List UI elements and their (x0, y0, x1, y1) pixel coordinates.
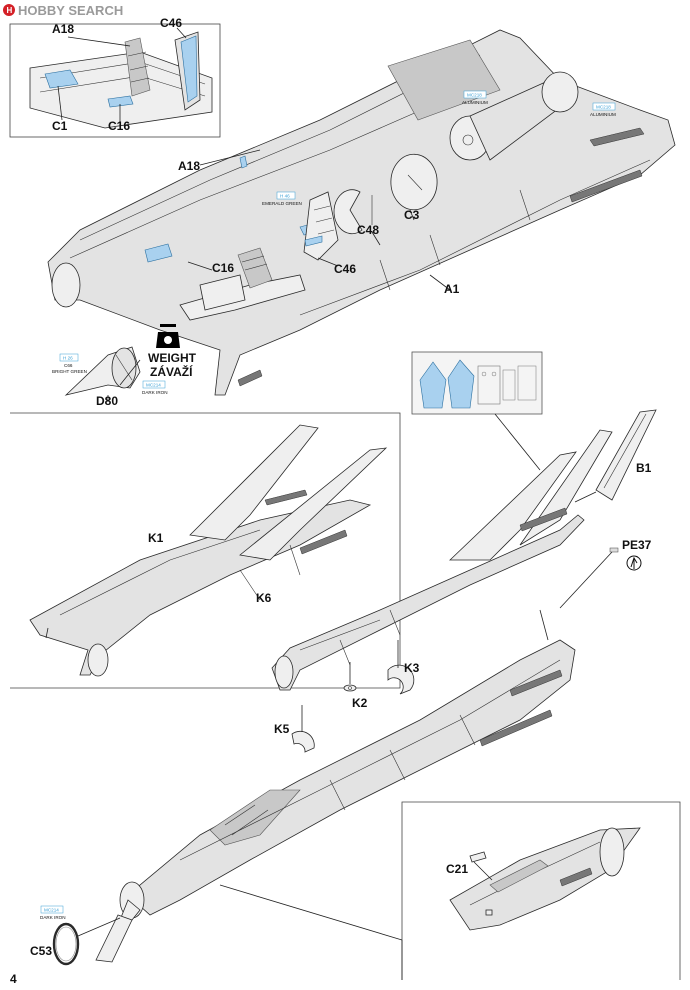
inset-leader (219, 884, 403, 941)
callout-k2: K2 (352, 696, 368, 710)
svg-text:DARK IRON: DARK IRON (40, 915, 66, 920)
inset-wing-assembly (10, 412, 401, 689)
weight-icon (156, 324, 180, 348)
fuselage-half-a1 (47, 29, 676, 396)
lower-fuselage-assembly (95, 609, 576, 963)
color-code-aluminium-a: MC218 ALUMINIUM (462, 90, 488, 105)
callout-k5: K5 (274, 722, 290, 736)
callout-c16-main: C16 (212, 261, 234, 275)
fin-b1 (574, 409, 657, 503)
callout-k3: K3 (404, 661, 420, 675)
section1-leaders (107, 149, 451, 402)
canopy-mask-sheet (411, 351, 543, 471)
part-k2 (343, 662, 357, 692)
svg-text:C66: C66 (64, 363, 73, 368)
svg-text:H: H (7, 6, 13, 15)
svg-text:ALUMINIUM: ALUMINIUM (590, 112, 616, 117)
callout-a18-top: A18 (52, 22, 74, 36)
color-code-bright-green: H 26 C66 BRIGHT GREEN (52, 353, 87, 374)
svg-text:EMERALD GREEN: EMERALD GREEN (262, 201, 302, 206)
callout-c46-top: C46 (160, 16, 182, 30)
callout-c46-main: C46 (334, 262, 356, 276)
callout-pe37: PE37 (622, 538, 652, 552)
inset-c21-detail (401, 801, 681, 980)
callout-k6: K6 (256, 591, 272, 605)
brand-logo-icon (3, 4, 15, 16)
callout-b1: B1 (636, 461, 652, 475)
svg-text:H 46: H 46 (280, 194, 290, 199)
callout-a18-main: A18 (178, 159, 200, 173)
weight-label: WEIGHT (148, 351, 197, 365)
bulkhead-c48 (333, 189, 373, 235)
svg-text:MC214: MC214 (44, 908, 59, 913)
callout-c21: C21 (446, 862, 468, 876)
canopy-frame-c46 (303, 191, 339, 261)
color-code-emerald-green: H 46 EMERALD GREEN (262, 191, 302, 206)
callout-a1: A1 (444, 282, 460, 296)
svg-text:DARK IRON: DARK IRON (142, 390, 168, 395)
callout-c16-top: C16 (108, 119, 130, 133)
svg-text:H 26: H 26 (63, 356, 73, 361)
photo-etch-pe37 (559, 547, 642, 609)
part-c53 (52, 917, 121, 966)
callout-k1: K1 (148, 531, 164, 545)
brand-logo: H HOBBY SEARCH (3, 3, 123, 18)
page-number: 4 (10, 972, 17, 986)
inset-cockpit-detail (9, 23, 221, 138)
weight-label-cz: ZÁVAŽÍ (150, 364, 193, 379)
color-code-dark-iron-a: MC214 DARK IRON (142, 380, 168, 395)
part-k3 (387, 640, 415, 695)
color-code-aluminium-b: MC218 ALUMINIUM (590, 102, 616, 117)
callout-c48: C48 (357, 223, 379, 237)
callout-c53: C53 (30, 944, 52, 958)
svg-text:ALUMINIUM: ALUMINIUM (462, 100, 488, 105)
color-code-dark-iron-b: MC214 DARK IRON (40, 905, 66, 920)
svg-text:BRIGHT GREEN: BRIGHT GREEN (52, 369, 87, 374)
svg-text:MC218: MC218 (596, 105, 611, 110)
svg-text:MC218: MC218 (467, 93, 482, 98)
callout-d80: D80 (96, 394, 118, 408)
callout-c3: C3 (404, 208, 420, 222)
part-k5 (291, 705, 315, 753)
upper-fuselage-assembly (271, 429, 613, 691)
brand-logo-text: HOBBY SEARCH (18, 3, 123, 18)
bulkhead-c3 (390, 153, 438, 211)
svg-text:MC214: MC214 (146, 383, 161, 388)
callout-c1: C1 (52, 119, 68, 133)
